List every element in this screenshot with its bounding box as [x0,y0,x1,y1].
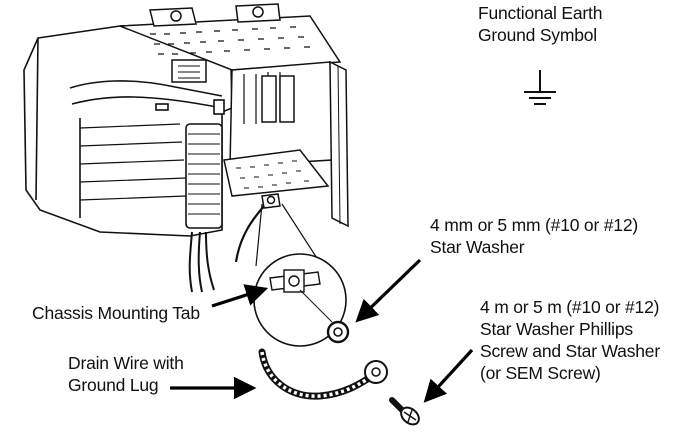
arrows [170,258,474,403]
arrow-star-washer [355,258,422,323]
star-washer [326,320,350,344]
chassis-wire [234,205,265,263]
arrow-screw [423,348,474,403]
ground-symbol-icon [524,70,556,105]
module-slot [223,60,349,228]
arrow-mounting-tab [211,284,269,308]
label-drain-wire: Drain Wire with Ground Lug [68,353,184,395]
drain-wire [258,348,388,400]
label-ground-symbol: Functional Earth Ground Symbol [478,3,603,45]
top-board [119,3,342,83]
magnifier-callout [253,203,347,347]
label-screw: 4 m or 5 m (#10 or #12) Star Washer Phil… [480,297,660,383]
label-star-washer: 4 mm or 5 mm (#10 or #12) Star Washer [430,215,638,257]
screw [389,397,420,426]
label-mounting-tab: Chassis Mounting Tab [32,303,200,323]
